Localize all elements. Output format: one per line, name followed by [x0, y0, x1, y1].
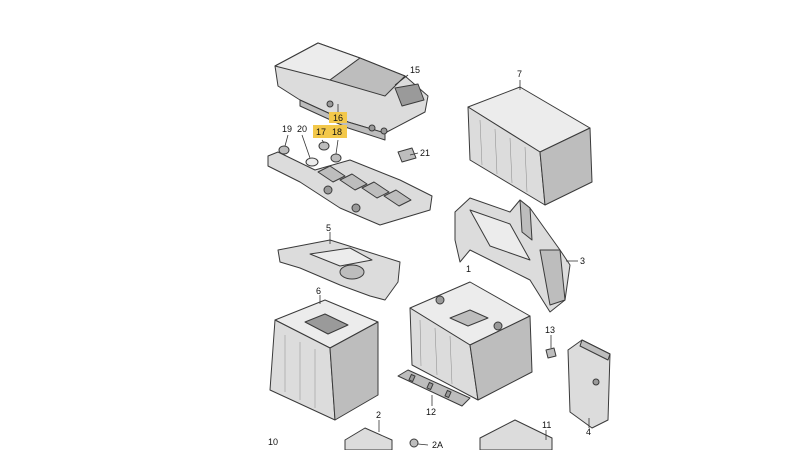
part-15-cover[interactable] — [274, 42, 429, 141]
callout-1[interactable]: 1 — [466, 264, 471, 274]
part-4-clamp[interactable] — [567, 339, 611, 429]
part-5-base-plate[interactable] — [277, 239, 401, 301]
callout-12[interactable]: 12 — [426, 407, 436, 417]
callout-3[interactable]: 3 — [580, 256, 585, 266]
callout-labels: 15 7 16 20 19 17 18 21 5 3 6 13 12 4 2 2… — [268, 65, 591, 450]
part-2-bracket[interactable] — [344, 427, 393, 450]
callout-10[interactable]: 10 — [268, 437, 278, 447]
callout-21[interactable]: 21 — [420, 148, 430, 158]
part-13-bolt[interactable] — [545, 347, 557, 359]
part-17-nut[interactable] — [318, 141, 330, 151]
callout-7[interactable]: 7 — [517, 69, 522, 79]
highlight-16 — [329, 112, 347, 123]
part-3-battery-tray[interactable] — [454, 197, 571, 313]
highlight-17-18 — [313, 125, 347, 138]
callout-4[interactable]: 4 — [586, 427, 591, 437]
part-6-housing[interactable] — [269, 299, 379, 421]
callout-15[interactable]: 15 — [410, 65, 420, 75]
part-11-bracket[interactable] — [479, 419, 553, 450]
callout-11[interactable]: 11 — [542, 420, 551, 430]
part-1-battery[interactable] — [409, 281, 533, 401]
part-12-bracket[interactable] — [397, 369, 471, 407]
callout-2a[interactable]: 2A — [432, 440, 443, 450]
callout-18[interactable]: 18 — [332, 127, 342, 137]
part-20-washer[interactable] — [305, 157, 319, 167]
callout-2[interactable]: 2 — [376, 410, 381, 420]
callout-17[interactable]: 17 — [316, 127, 326, 137]
callout-5[interactable]: 5 — [326, 223, 331, 233]
callout-6[interactable]: 6 — [316, 286, 321, 296]
callout-16[interactable]: 16 — [333, 113, 343, 123]
callout-20[interactable]: 20 — [297, 124, 307, 134]
part-2a-bolt[interactable] — [409, 438, 419, 448]
part-21-fuse[interactable] — [397, 147, 417, 163]
part-18-nut[interactable] — [330, 153, 342, 163]
fuse-holder-base[interactable] — [267, 151, 433, 226]
callout-13[interactable]: 13 — [545, 325, 555, 335]
callout-highlights — [313, 112, 347, 138]
part-19-nut[interactable] — [278, 145, 290, 155]
leader-lines — [284, 74, 590, 446]
callout-19[interactable]: 19 — [282, 124, 292, 134]
part-7-battery-cover[interactable] — [467, 86, 593, 206]
